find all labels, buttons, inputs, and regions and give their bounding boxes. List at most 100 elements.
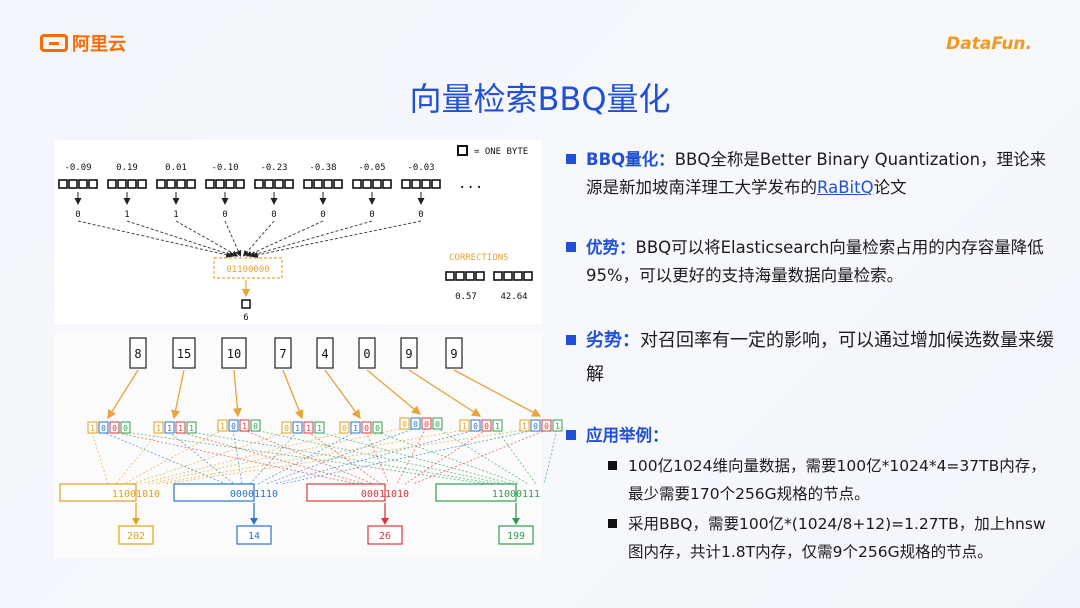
bit-value: 0 — [231, 422, 236, 431]
bullet-example: 应用举例： — [566, 422, 1056, 450]
byte-legend-icon — [457, 145, 468, 156]
bit-cell — [175, 421, 186, 434]
bit-value: 0 — [101, 424, 106, 433]
correction-byte-cell — [493, 271, 503, 281]
quantized-bit: 0 — [222, 210, 227, 220]
bullet-example-keyword: 应用举例： — [586, 426, 669, 445]
transpose-line — [155, 429, 465, 485]
quantized-bit: 1 — [124, 210, 129, 220]
correction-byte-cell — [445, 271, 455, 281]
bit-value: 1 — [353, 424, 358, 433]
pack-arrow — [77, 220, 233, 258]
byte-cell — [313, 179, 323, 189]
packed-bits-box — [213, 257, 283, 279]
bit-cell — [120, 421, 131, 434]
bit-value: 0 — [435, 420, 440, 429]
bit-cell — [552, 419, 563, 432]
byte-cell — [107, 179, 117, 189]
bit-value: 1 — [242, 422, 247, 431]
input-number-box — [172, 337, 196, 369]
bit-value: 1 — [306, 424, 311, 433]
bit-value: 0 — [364, 424, 369, 433]
bullet-advantage-keyword: 优势： — [586, 238, 636, 257]
bit-value: 1 — [317, 424, 322, 433]
quantized-bit: 0 — [271, 210, 276, 220]
bit-cell — [153, 421, 164, 434]
bit-cell — [350, 421, 361, 434]
bit-cell — [421, 417, 432, 430]
byte-cell — [431, 179, 441, 189]
bit-cell — [432, 417, 443, 430]
bit-value: 1 — [495, 422, 500, 431]
bit-cell — [399, 417, 410, 430]
input-number-box — [445, 337, 463, 369]
bit-cell — [186, 421, 197, 434]
sub-bullet-square-icon — [608, 461, 617, 470]
float-value: -0.38 — [309, 163, 336, 173]
transpose-line — [232, 429, 243, 485]
correction-value-1: 0.57 — [455, 292, 477, 302]
bit-cell — [410, 417, 421, 430]
input-number: 7 — [279, 347, 286, 361]
code-value-box — [118, 525, 154, 545]
bit-split-arrow — [408, 369, 482, 417]
transpose-line — [179, 431, 366, 485]
example-item-2: 采用BBQ，需要100亿*(1024/8+12)=1.27TB，加上hnsw图内… — [608, 510, 1058, 566]
code-value-box — [236, 525, 272, 545]
float-value: -0.23 — [260, 163, 287, 173]
quantized-bit: 0 — [369, 210, 374, 220]
bit-value: 1 — [90, 424, 95, 433]
bit-value: 1 — [220, 422, 225, 431]
correction-value-2: 42.64 — [500, 292, 527, 302]
transpose-line — [396, 427, 427, 485]
byte-cell — [323, 179, 333, 189]
code-value: 14 — [248, 531, 260, 542]
packed-code: 00011010 — [361, 489, 409, 500]
bit-value: 1 — [555, 422, 560, 431]
input-number: 9 — [450, 347, 457, 361]
float-value: -0.03 — [407, 163, 434, 173]
bullet-advantage-text: BBQ可以将Elasticsearch向量检索占用的内存容量降低95%，可以更好… — [586, 238, 1044, 285]
byte-cell — [382, 179, 392, 189]
bit-value: 1 — [178, 424, 183, 433]
transpose-line — [307, 431, 382, 485]
bit-value: 1 — [156, 424, 161, 433]
packed-byte-icon — [241, 299, 251, 309]
input-number: 9 — [405, 347, 412, 361]
byte-cell — [205, 179, 215, 189]
bit-split-arrow — [282, 369, 304, 420]
bit-split-arrow — [366, 369, 422, 415]
pack-arrow — [126, 220, 236, 258]
byte-cell — [88, 179, 98, 189]
packed-value: 6 — [243, 313, 248, 323]
input-number-box — [129, 337, 147, 369]
aliyun-logo: 阿里云 — [40, 30, 126, 56]
bit-cell — [372, 421, 383, 434]
bullet-disadvantage-text: 对召回率有一定的影响，可以通过增加候选数量来缓解 — [586, 330, 1054, 385]
float-value: 0.19 — [116, 163, 138, 173]
byte-cell — [303, 179, 313, 189]
bit-cell — [98, 421, 109, 434]
byte-legend-label: = ONE BYTE — [474, 147, 528, 157]
transpose-line — [124, 431, 489, 485]
bit-cell — [228, 419, 239, 432]
pack-arrow — [251, 220, 422, 258]
bit-value: 1 — [295, 424, 300, 433]
byte-cell — [78, 179, 88, 189]
byte-cell — [186, 179, 196, 189]
packed-code-box — [435, 483, 517, 502]
bit-value: 0 — [402, 420, 407, 429]
arrow-head-icon — [250, 518, 258, 525]
transpose-line — [113, 431, 358, 485]
rabitq-link[interactable]: RaBitQ — [817, 178, 874, 197]
bit-split-arrow — [324, 369, 361, 420]
correction-byte-cell — [455, 271, 465, 281]
input-number: 0 — [363, 347, 370, 361]
byte-cell — [362, 179, 372, 189]
byte-cell — [117, 179, 127, 189]
bullet-bbq-text: BBQ全称是Better Binary Quantization，理论来源是新加… — [586, 150, 1047, 197]
byte-cell — [235, 179, 245, 189]
bit-value: 0 — [484, 422, 489, 431]
